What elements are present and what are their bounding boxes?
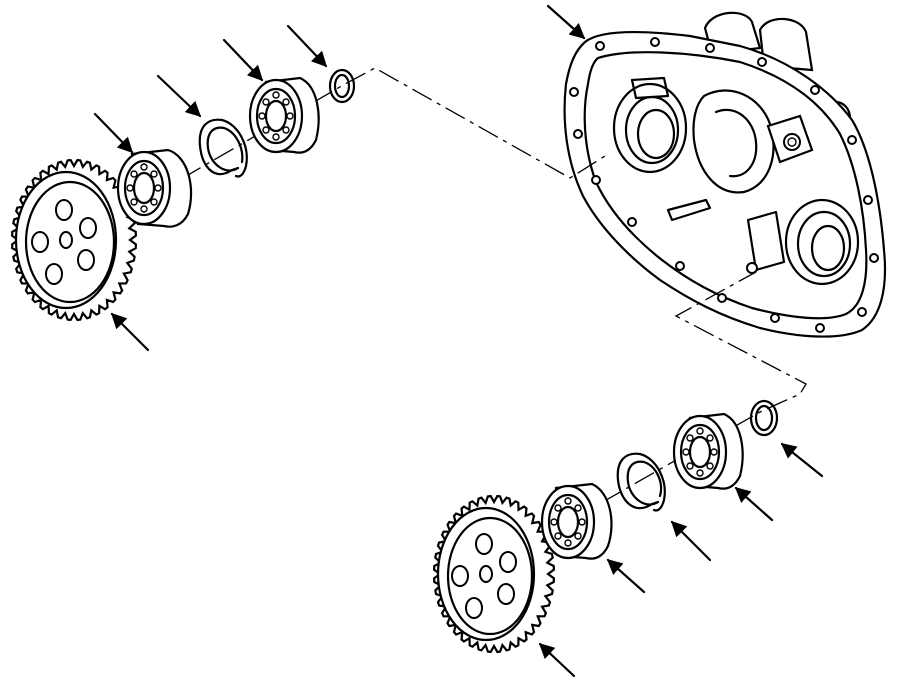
lower-gear-icon: [432, 494, 556, 654]
gear-housing-icon: [563, 11, 887, 338]
callout-arrow: [286, 24, 328, 68]
callout-arrow: [734, 486, 774, 522]
lower-retaining-ring-icon: [749, 399, 779, 437]
callout-arrow: [546, 4, 586, 40]
lower-centerline: [469, 271, 807, 579]
upper-bearing-icon: [116, 148, 193, 228]
callout-arrow: [93, 112, 134, 154]
threaded-port: [766, 114, 814, 164]
callout-arrow: [606, 558, 646, 594]
bolt-holes: [569, 37, 879, 333]
callout-arrow: [538, 642, 576, 678]
lower-bearing-icon: [672, 412, 744, 490]
upper-centerline: [49, 67, 606, 256]
callout-arrow: [110, 312, 150, 352]
callout-arrow: [780, 442, 824, 478]
callout-arrow: [222, 38, 264, 82]
upper-gear-icon: [10, 158, 138, 322]
lower-bearing-bore: [746, 198, 860, 286]
upper-snap-ring-icon: [198, 118, 248, 178]
upper-bearing-bore: [612, 76, 688, 174]
upper-bearing-icon: [248, 76, 320, 154]
lower-bearing-icon: [540, 482, 613, 560]
callout-arrow: [670, 520, 712, 562]
lower-snap-ring-icon: [616, 452, 666, 512]
callout-arrow: [156, 74, 202, 118]
upper-retaining-ring-icon: [328, 68, 356, 104]
